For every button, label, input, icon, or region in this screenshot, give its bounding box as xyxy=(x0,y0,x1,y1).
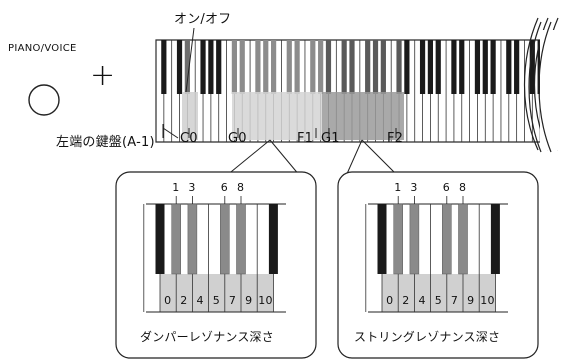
damper-mini-keyboard xyxy=(143,196,286,313)
damper-panel-caption: ダンパーレゾナンス深さ xyxy=(140,330,274,344)
black-key-number: 8 xyxy=(459,181,467,194)
mini-black-key xyxy=(490,204,500,274)
on-off-label: オン/オフ xyxy=(174,12,232,27)
c0-highlight xyxy=(182,92,198,140)
black-key xyxy=(490,40,496,94)
black-key xyxy=(514,40,520,94)
black-key-number: 6 xyxy=(220,181,228,194)
mini-black-key-highlighted xyxy=(393,203,403,275)
black-key xyxy=(427,40,433,94)
black-key xyxy=(451,40,457,94)
mini-black-key-highlighted xyxy=(187,203,198,275)
string-range-highlight xyxy=(322,92,404,140)
black-key xyxy=(459,40,465,94)
white-key-number: 2 xyxy=(180,294,188,307)
mini-highlight xyxy=(160,274,274,312)
black-key xyxy=(349,40,355,94)
black-key-number: 1 xyxy=(394,181,402,194)
string-mini-keyboard xyxy=(365,196,508,313)
piano-voice-button-shape xyxy=(28,84,60,116)
f1-label: F1 xyxy=(297,131,314,146)
white-key-number: 9 xyxy=(245,294,253,307)
black-key xyxy=(294,40,300,94)
black-key xyxy=(255,40,261,94)
black-key xyxy=(271,40,277,94)
mini-black-key-highlighted xyxy=(171,203,181,275)
black-key xyxy=(474,40,481,94)
black-key xyxy=(325,40,332,94)
mini-black-key-highlighted xyxy=(458,203,468,275)
white-key-number: 5 xyxy=(434,294,442,307)
white-key-number: 0 xyxy=(164,294,172,307)
white-key-number: 7 xyxy=(450,294,459,307)
black-key xyxy=(318,40,324,94)
mini-black-key-highlighted xyxy=(220,203,230,275)
black-key xyxy=(341,40,347,94)
mini-black-key-highlighted xyxy=(409,203,420,275)
mini-black-key xyxy=(377,204,387,274)
black-key xyxy=(365,40,371,94)
black-key xyxy=(239,40,245,94)
black-keys xyxy=(161,40,543,94)
plus-symbol: + xyxy=(90,58,116,93)
black-key xyxy=(208,40,214,94)
black-key xyxy=(529,40,535,94)
black-key xyxy=(396,40,402,94)
black-key xyxy=(231,40,237,94)
black-key xyxy=(310,40,316,94)
c0-label: C0 xyxy=(180,131,198,146)
on-off-leader xyxy=(185,27,195,93)
white-key-number: 2 xyxy=(402,294,410,307)
black-key-number: 8 xyxy=(237,181,245,194)
black-key xyxy=(161,40,167,94)
black-key xyxy=(286,40,292,94)
mini-highlight xyxy=(382,274,496,312)
black-key xyxy=(372,40,379,94)
mini-black-key-highlighted xyxy=(236,203,246,275)
mini-black-key xyxy=(155,204,165,274)
main-keyboard xyxy=(155,17,563,153)
black-key-number: 6 xyxy=(442,181,450,194)
piano-voice-label: PIANO/VOICE xyxy=(8,43,77,54)
piano-voice-button[interactable] xyxy=(29,85,59,115)
white-key-number: 5 xyxy=(212,294,220,307)
white-key-number: 10 xyxy=(480,294,495,307)
g0-label: G0 xyxy=(228,131,247,146)
black-key-number: 3 xyxy=(188,181,196,194)
black-key xyxy=(200,40,206,94)
white-key-number: 9 xyxy=(467,294,475,307)
black-key xyxy=(482,40,488,94)
black-key xyxy=(216,40,222,94)
black-key-number: 1 xyxy=(172,181,180,194)
black-key xyxy=(419,40,426,94)
black-key-number: 3 xyxy=(410,181,418,194)
white-key-number: 0 xyxy=(386,294,394,307)
black-key xyxy=(404,40,410,94)
g1-label: G1 xyxy=(321,131,340,146)
damper-range-highlight xyxy=(232,92,322,140)
black-key xyxy=(506,40,512,94)
black-key xyxy=(263,40,269,94)
black-key xyxy=(176,40,183,94)
mini-black-key xyxy=(268,204,278,274)
white-key-number: 7 xyxy=(228,294,237,307)
string-panel-caption: ストリングレゾナンス深さ xyxy=(354,330,501,344)
f2-label: F2 xyxy=(387,131,404,146)
left-key-label: 左端の鍵盤(A-1) xyxy=(56,135,155,150)
mini-black-key-highlighted xyxy=(442,203,452,275)
black-key xyxy=(380,40,386,94)
black-key xyxy=(184,40,190,94)
black-key xyxy=(435,40,441,94)
white-key-number: 4 xyxy=(418,294,426,307)
white-key-number: 10 xyxy=(258,294,273,307)
white-key-number: 4 xyxy=(196,294,204,307)
